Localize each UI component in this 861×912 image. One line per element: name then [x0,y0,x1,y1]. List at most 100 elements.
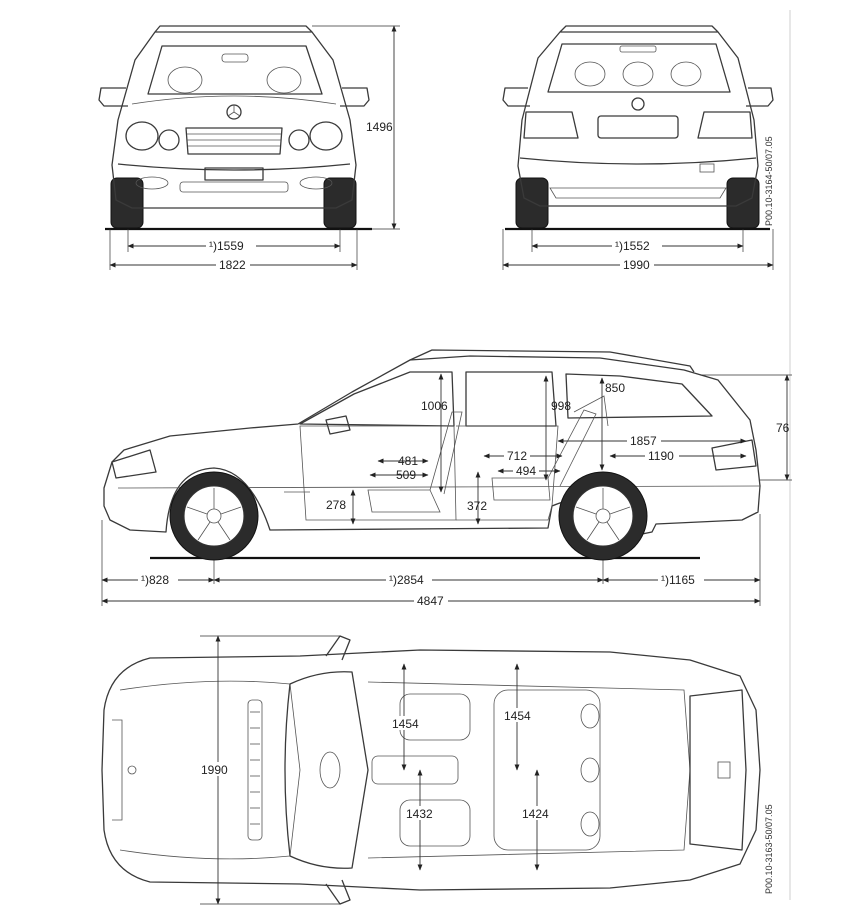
rear-headrest-right [670,61,702,87]
side-roof-rail [409,349,695,373]
side-rear-spokes [575,488,631,541]
front-grille-slats [187,133,281,147]
top-mirror-right [325,879,351,905]
side-load-length-bg [627,433,661,447]
rear-body [517,31,759,207]
side-rear-overhang-label: ¹)1165 [661,573,695,587]
front-height-label: 1496 [366,120,393,134]
rear-headrest-left [574,61,606,87]
front-seat-left [167,66,203,94]
front-track-label-bg [206,238,256,252]
front-left-tire [110,177,144,229]
top-drawing-code: P00.10-3163-50/07.05 [764,804,774,894]
star-spokes-front [227,105,241,117]
top-front-shoulder-bg [390,716,424,730]
top-mirror-left [325,635,351,661]
side-cargo-length-label: 1190 [648,449,674,463]
side-headlight [111,449,157,479]
side-front-seat-cushion [367,489,441,513]
top-view: 1990 1454 1454 1432 1424 P00.10-3163-50/… [101,635,774,905]
side-front-seat-back [429,411,463,495]
side-front-seat-b-label: 509 [396,468,416,482]
top-front-hip-label: 1432 [406,807,433,821]
side-front-seat-a-label: 481 [398,454,418,468]
front-right-mirror [340,87,370,107]
side-cargo-height-label: 850 [605,381,625,395]
front-seat-right [266,66,302,94]
side-taillight [711,439,757,471]
rear-roof-rail [559,25,719,33]
front-fog-left [135,176,169,190]
rear-left-mirror [502,87,530,107]
side-rear-seat-height-label: 372 [467,499,487,513]
side-floor-height-label: 278 [326,498,346,512]
side-tailgate-label: 76 [776,421,790,435]
top-front-seat-right [399,799,471,847]
front-headlight-left-inner [158,129,180,151]
side-rear-door [456,425,559,521]
rear-headrest-center [622,61,654,87]
front-grille [185,127,283,155]
side-rear-door-window [465,371,557,427]
front-hood-line [131,95,337,105]
side-rear-headrest [573,395,609,427]
top-vent-slats [247,699,263,841]
front-fog-right [299,176,333,190]
front-view: 1496 ¹)1559 1822 [98,25,400,272]
side-load-length-label: 1857 [630,434,657,448]
rear-left-tire [515,177,549,229]
top-grille [112,719,123,821]
top-console [371,755,459,785]
top-rear-headrest-right [580,811,600,837]
top-width-label: 1990 [201,763,228,777]
top-front-hip-bg [404,806,438,820]
front-width-label-bg [216,257,250,271]
front-headlight-right-outer [309,121,343,151]
top-rear-headrest-left [580,703,600,729]
front-headlight-right-inner [288,129,310,151]
top-hood [119,680,301,860]
side-front-headroom-label: 1006 [421,399,448,413]
top-star [127,765,137,775]
top-rear-window [689,689,747,851]
front-left-mirror [98,87,128,107]
side-rear-seat-cushion [491,477,551,501]
rear-license-plate [597,115,679,139]
side-front-overhang-label: ¹)828 [141,573,169,587]
side-rear-legroom-bg [504,448,530,462]
side-front-rim [183,485,245,547]
front-width-label: 1822 [219,258,246,272]
rear-width-label-bg [620,257,654,271]
side-view: 1006 998 850 278 372 1857 1190 481 509 7… [101,349,792,608]
top-width-bg [200,762,236,776]
side-length-label: 4847 [417,594,444,608]
rear-taillight-left [523,111,579,139]
front-roof-rail [154,25,313,33]
top-rear-wiper [717,761,731,779]
rear-drawing-code: P00.10-3164-50/07.05 [764,136,774,226]
rear-track-label: ¹)1552 [615,239,650,253]
top-steering-wheel [319,751,341,789]
mercedes-star-rear [631,97,645,111]
rear-window [547,43,731,93]
top-rear-hip-label: 1424 [522,807,549,821]
side-rear-seat-depth-label: 494 [516,464,536,478]
rear-track-label-bg [612,238,662,252]
side-rear-seat-back [547,409,597,487]
rear-reflector [699,163,715,173]
side-rear-legroom-label: 712 [507,449,527,463]
side-length-bg [414,593,448,607]
rear-diffuser [549,187,727,199]
front-bumper-top [117,163,351,171]
front-windshield [147,45,323,95]
side-rear-seat-depth-bg [513,463,539,477]
front-headlight-left-outer [125,121,159,151]
rear-view: P00.10-3164-50/07.05 ¹)1552 1990 [502,25,774,272]
side-rear-headroom-label: 998 [551,399,571,413]
front-body [111,31,357,209]
side-rear-quarter-window [565,373,713,419]
side-front-overhang-bg [138,572,178,586]
front-license-plate [204,167,264,181]
